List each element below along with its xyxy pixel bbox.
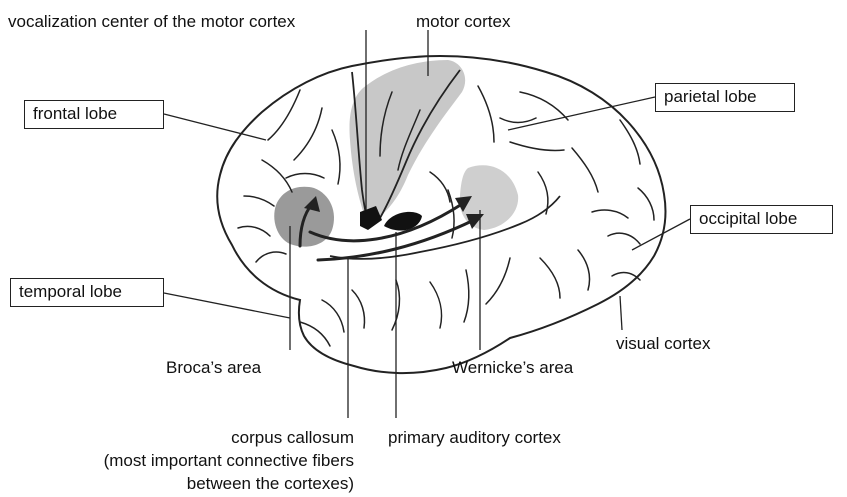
- frontal-lobe-label: frontal lobe: [24, 100, 164, 129]
- corpus-callosum-description-line2: between the cortexes): [50, 474, 354, 494]
- visual-cortex-label: visual cortex: [616, 334, 710, 354]
- temporal-lobe-label: temporal lobe: [10, 278, 164, 307]
- occipital-lobe-label: occipital lobe: [690, 205, 833, 234]
- vocalization-center-label: vocalization center of the motor cortex: [8, 12, 295, 32]
- brocas-area-label: Broca’s area: [166, 358, 261, 378]
- corpus-callosum-label: corpus callosum: [50, 428, 354, 448]
- wernickes-area-label: Wernicke’s area: [452, 358, 573, 378]
- primary-auditory-cortex-label: primary auditory cortex: [388, 428, 561, 448]
- motor-cortex-label: motor cortex: [416, 12, 510, 32]
- parietal-lobe-label: parietal lobe: [655, 83, 795, 112]
- corpus-callosum-description-line1: (most important connective fibers: [0, 451, 354, 471]
